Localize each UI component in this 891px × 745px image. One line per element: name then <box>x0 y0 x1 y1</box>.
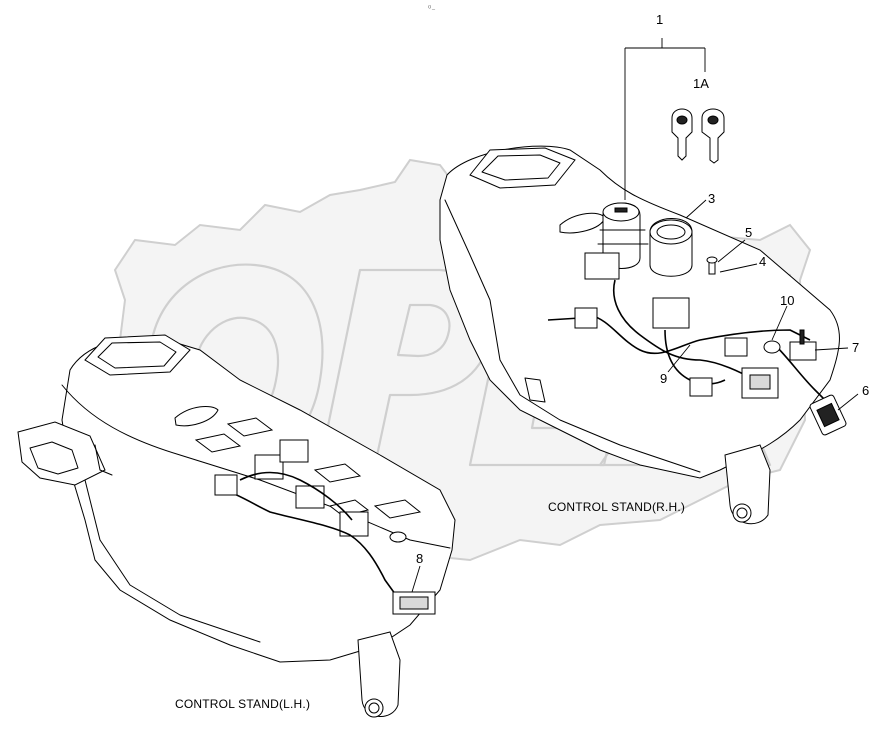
relay-block <box>652 297 690 329</box>
connector-6-face <box>816 402 840 428</box>
switch-7 <box>789 329 817 361</box>
callout-3: 3 <box>708 191 716 206</box>
switch-7-lever <box>799 329 805 345</box>
left-harness-grommet <box>389 531 407 543</box>
caption-control-stand-right: CONTROL STAND(R.H.) <box>548 500 686 514</box>
caption-control-stand-left: CONTROL STAND(L.H.) <box>175 697 311 711</box>
callout-7: 7 <box>852 340 860 355</box>
callout-4: 4 <box>759 254 767 269</box>
left-relay-3 <box>295 485 325 509</box>
left-pad-1 <box>194 433 242 453</box>
left-stand-panel-edge <box>94 444 113 476</box>
callout-8: 8 <box>416 551 424 566</box>
keys <box>671 108 725 164</box>
key-switch-slot <box>614 207 628 213</box>
buzzer <box>649 218 693 277</box>
callout-7-leader <box>814 347 849 351</box>
callout-10: 10 <box>780 293 795 308</box>
right-stand-mount-hole-inner <box>736 507 748 519</box>
left-harness-branch <box>239 471 353 521</box>
right-stand-mount <box>724 444 771 525</box>
left-harness-connector-2-face <box>399 596 429 610</box>
key-2-hole <box>707 115 719 125</box>
harness-connector-2 <box>724 337 748 357</box>
callout-1: 1 <box>656 12 664 27</box>
left-stand-cup-inner <box>97 341 177 369</box>
right-stand-bracket-lower <box>524 377 546 403</box>
left-stand-mount-hole-inner <box>368 702 380 714</box>
key-switch-ring <box>597 229 649 245</box>
left-stand-mount <box>357 631 401 717</box>
switch-7-body <box>789 341 817 361</box>
harness-branch-a <box>613 279 756 381</box>
callout-1-bracket <box>624 38 706 200</box>
left-stand-mount-hole <box>364 698 384 718</box>
left-harness-connector-1 <box>214 474 238 496</box>
key-switch-connector <box>584 252 620 280</box>
left-pad-4 <box>373 499 422 519</box>
callout-6: 6 <box>862 383 870 398</box>
left-relay-2 <box>279 439 309 463</box>
buzzer-face <box>649 219 693 245</box>
connector-6 <box>809 394 847 436</box>
key-1-hole <box>676 115 688 125</box>
buzzer-face-ring <box>656 224 686 240</box>
left-pad-3 <box>313 463 362 483</box>
right-stand-mount-hole <box>732 503 752 523</box>
harness-grommet <box>763 340 781 354</box>
left-stand-top-edge <box>61 384 451 549</box>
callout-5-leader <box>717 239 746 263</box>
harness-connector-4-face <box>749 374 771 390</box>
key-switch <box>597 202 649 269</box>
key-2 <box>701 108 725 164</box>
callout-8-leader <box>411 565 421 593</box>
callout-5: 5 <box>745 225 753 240</box>
callout-4-leader <box>719 263 758 273</box>
harness-connector-1 <box>574 307 598 329</box>
left-stand-panel <box>17 421 106 486</box>
callout-10-leader <box>771 305 788 341</box>
header-mark: ⁰₋ <box>428 4 436 13</box>
callout-6-leader <box>837 393 859 411</box>
harness-connector-3 <box>689 377 713 397</box>
left-pad-2 <box>226 417 274 437</box>
left-harness-main <box>219 487 399 599</box>
screw <box>706 256 718 275</box>
right-stand-side <box>444 199 701 473</box>
harness-main <box>589 314 811 355</box>
left-stand-slot <box>174 405 219 427</box>
left-relay-1 <box>254 454 284 480</box>
right-stand-body <box>439 145 840 479</box>
callout-9: 9 <box>660 371 668 386</box>
callout-9-leader <box>667 344 691 373</box>
callout-3-leader <box>685 199 707 219</box>
callout-1a: 1A <box>693 76 709 91</box>
left-stand-panel-inner <box>29 441 79 475</box>
screw-head <box>706 256 718 264</box>
control-stand-right <box>439 38 859 525</box>
right-stand-cup-inner <box>481 154 561 181</box>
left-stand-side <box>84 479 261 643</box>
control-stand-left <box>17 334 456 718</box>
